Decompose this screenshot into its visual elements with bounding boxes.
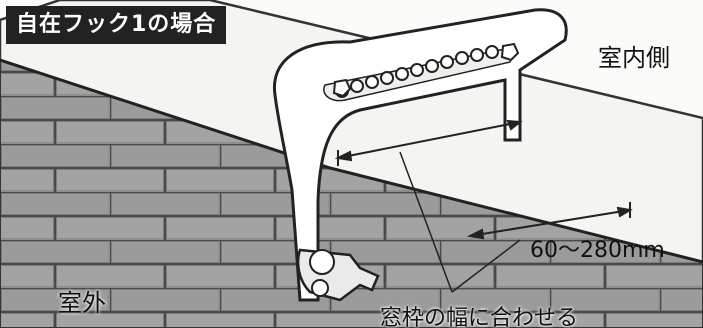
dimension-lines — [334, 119, 633, 293]
brick-wall — [0, 60, 703, 328]
caption-label: 窓枠の幅に合わせる — [380, 306, 579, 328]
indoor-side-label: 室内側 — [598, 44, 670, 72]
outdoor-label: 室外 — [58, 289, 106, 317]
width-range-label: 60〜280mm — [530, 238, 665, 263]
clamp-frame — [272, 8, 568, 302]
title-badge: 自在フック1の場合 — [6, 6, 227, 44]
